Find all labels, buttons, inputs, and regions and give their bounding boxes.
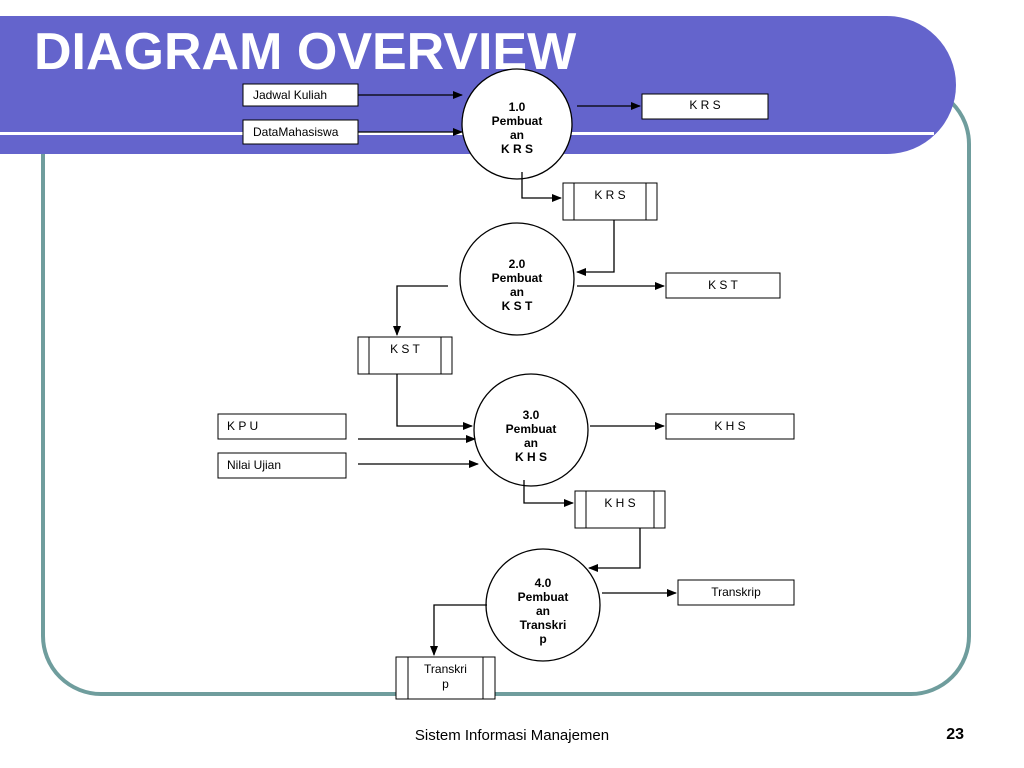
store-kst-label: K S T	[390, 342, 420, 356]
entity-nilai-ujian-label: Nilai Ujian	[227, 458, 282, 472]
store-krs-label: K R S	[594, 188, 626, 202]
store-krs	[562, 182, 658, 221]
output-transkrip-label: Transkrip	[711, 585, 761, 599]
output-kst-box	[665, 272, 781, 299]
output-transkrip-box	[677, 579, 795, 606]
flow-p1-to-store-krs	[521, 172, 562, 202]
store-khs	[574, 490, 666, 529]
flow-p4-to-store-transkrip	[430, 604, 487, 656]
entity-kpu-label: K P U	[227, 419, 259, 433]
flow-store-kst-to-p3	[396, 374, 473, 430]
entity-data-mahasiswa-label: DataMahasiswa	[253, 125, 339, 139]
output-kst-label: K S T	[708, 278, 738, 292]
process-3-circle	[473, 373, 589, 487]
slide-title: DIAGRAM OVERVIEW	[34, 23, 577, 81]
store-transkrip	[395, 656, 496, 700]
page-number: 23	[946, 726, 964, 743]
output-khs-box	[665, 413, 795, 440]
flow-store-khs-to-p4	[588, 528, 641, 572]
flow-p3-to-store-khs	[523, 480, 574, 507]
store-transkrip-label: Transkri p	[424, 662, 467, 691]
process-2-circle	[459, 222, 575, 336]
process-4-label: 4.0 Pembuat an Transkri p	[517, 576, 569, 646]
flow-p2-to-store-kst	[393, 285, 448, 336]
flow-store-krs-to-p2	[576, 220, 615, 276]
footer-text: Sistem Informasi Manajemen	[414, 727, 610, 744]
process-1-label: 1.0 Pembuat an K R S	[491, 100, 543, 156]
store-kst	[357, 336, 453, 375]
output-krs-box	[641, 93, 769, 120]
process-2-label: 2.0 Pembuat an K S T	[491, 257, 543, 313]
entity-kpu-box	[217, 413, 347, 440]
store-khs-label: K H S	[604, 496, 636, 510]
process-3-label: 3.0 Pembuat an K H S	[505, 408, 557, 464]
process-1-circle	[461, 68, 573, 180]
output-khs-label: K H S	[714, 419, 746, 433]
entity-data-mahasiswa-box	[242, 119, 359, 145]
entity-jadwal-kuliah-label: Jadwal Kuliah	[253, 88, 328, 102]
entity-nilai-ujian-box	[217, 452, 347, 479]
output-krs-label: K R S	[689, 98, 721, 112]
